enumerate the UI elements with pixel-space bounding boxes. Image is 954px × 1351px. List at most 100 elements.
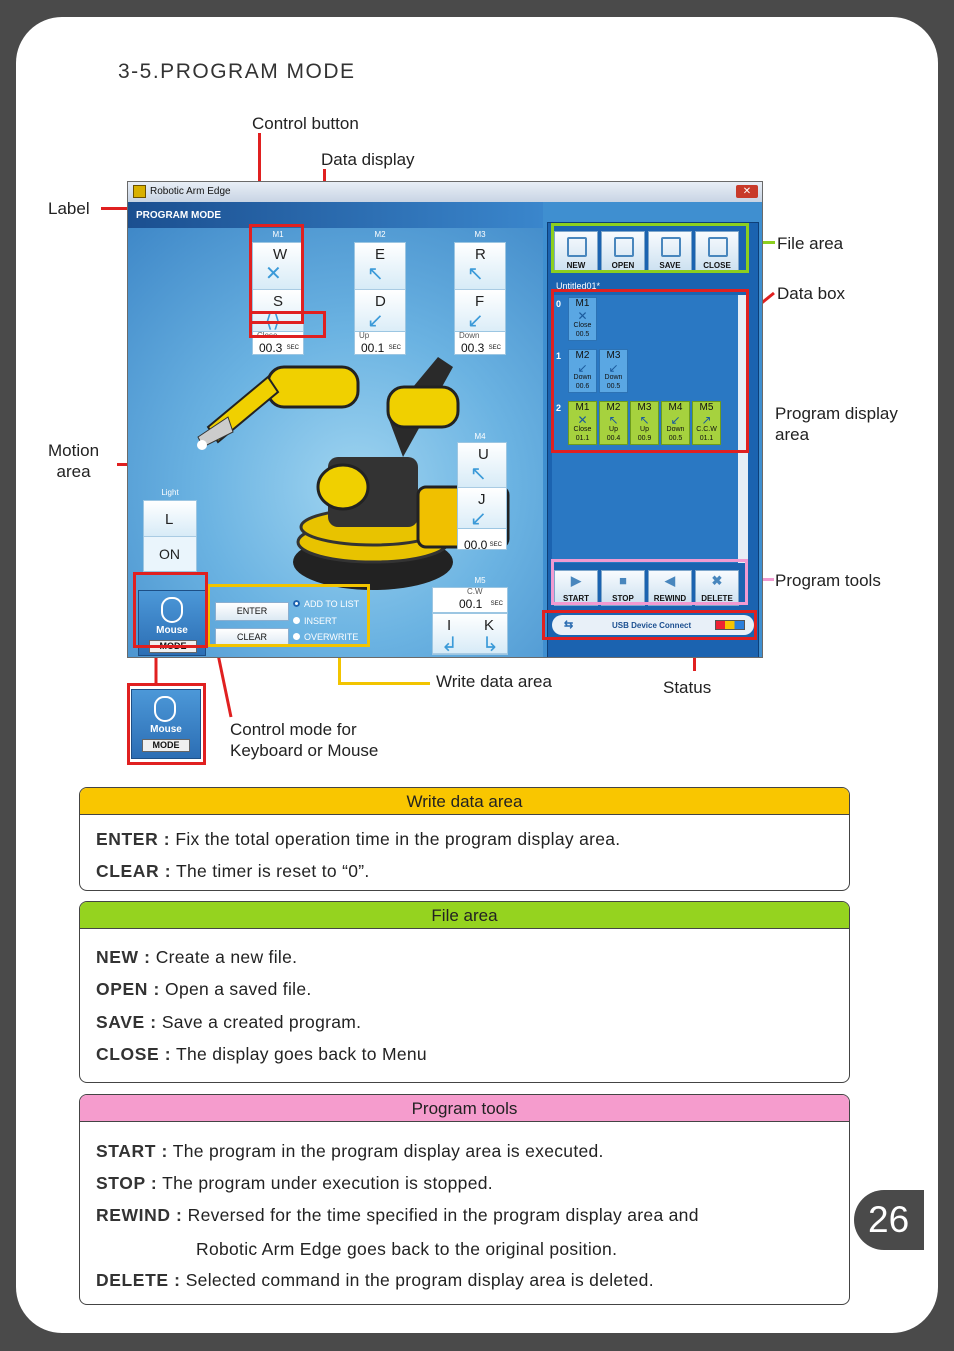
control-button-highlight — [249, 224, 304, 324]
program-tools-highlight — [551, 559, 748, 605]
control-mode-zoom: Mouse MODE — [131, 689, 201, 759]
app-icon — [133, 185, 146, 198]
motor-id-label: M4 — [474, 432, 486, 441]
radio-icon — [293, 617, 300, 624]
rewind-button[interactable]: ◀REWIND — [648, 570, 692, 606]
callout-control-mode: Control mode for Keyboard or Mouse — [230, 720, 379, 760]
option-overwrite[interactable]: OVERWRITE — [293, 632, 358, 642]
radio-selected-icon — [293, 600, 300, 607]
new-button[interactable]: NEW — [554, 231, 598, 273]
save-button[interactable]: SAVE — [648, 231, 692, 273]
up-arrow-icon: ↖ — [467, 263, 484, 285]
option-insert[interactable]: INSERT — [293, 616, 337, 626]
control-mode-highlight — [133, 572, 208, 648]
key-f-button[interactable]: F↙ — [455, 290, 505, 338]
stop-button[interactable]: ■STOP — [601, 570, 645, 606]
motor-m3-panel[interactable]: R↖ F↙ — [454, 242, 506, 340]
cw-arrow-icon: ↳ — [482, 634, 499, 656]
right-panel: NEW OPEN SAVE CLOSE Untitled01* 0 1 2 M1… — [547, 222, 759, 657]
enter-button[interactable]: ENTER — [215, 602, 289, 621]
program-scrollbar[interactable] — [738, 295, 748, 563]
window-titlebar: Robotic Arm Edge ✕ — [128, 182, 762, 202]
down-arrow-icon: ↙ — [470, 508, 487, 531]
option-add-to-list[interactable]: ADD TO LIST — [293, 599, 359, 609]
file-name: Untitled01* — [556, 281, 601, 291]
data-display-highlight — [249, 311, 326, 338]
window-title: Robotic Arm Edge — [150, 186, 231, 197]
key-l-button[interactable]: L — [144, 501, 196, 537]
callout-data-display: Data display — [321, 150, 415, 169]
stop-icon: ■ — [619, 573, 627, 588]
connector-line — [338, 647, 341, 685]
program-tools-box: Program tools START : The program in the… — [79, 1094, 850, 1305]
section-title: 3-5.PROGRAM MODE — [118, 60, 356, 83]
connector-line — [101, 207, 127, 210]
up-arrow-icon: ↖ — [367, 263, 384, 285]
mode-label-bar: PROGRAM MODE — [128, 202, 543, 228]
connector-line — [258, 133, 261, 225]
delete-button[interactable]: ✖DELETE — [695, 570, 739, 606]
key-e-button[interactable]: E↖ — [355, 243, 405, 291]
desc-line: Robotic Arm Edge goes back to the origin… — [196, 1239, 618, 1259]
up-arrow-icon: ↖ — [470, 463, 487, 485]
write-data-highlight — [207, 584, 370, 647]
key-u-button[interactable]: U↖ — [458, 443, 506, 489]
desc-line: CLOSE : The display goes back to Menu — [96, 1044, 427, 1064]
window-close-icon[interactable]: ✕ — [736, 185, 758, 198]
motor-m5-panel[interactable]: I↲ K↳ — [432, 613, 508, 656]
program-display-highlight — [551, 289, 749, 453]
box-header: File area — [80, 902, 849, 929]
callout-file-area: File area — [777, 234, 844, 253]
callout-data-box: Data box — [777, 284, 846, 303]
key-d-button[interactable]: D↙ — [355, 290, 405, 338]
close-icon — [708, 237, 728, 257]
desc-line: NEW : Create a new file. — [96, 947, 298, 967]
box-header: Program tools — [80, 1095, 849, 1122]
close-button[interactable]: CLOSE — [695, 231, 739, 273]
mouse-label: Mouse — [150, 724, 182, 735]
key-k-button[interactable]: K↳ — [470, 614, 507, 656]
key-w-button[interactable]: W✕ — [253, 243, 303, 291]
mode-button: MODE — [142, 739, 190, 752]
folder-icon — [614, 237, 634, 257]
key-i-button[interactable]: I↲ — [433, 614, 470, 656]
down-arrow-icon: ↙ — [367, 310, 384, 333]
key-j-button[interactable]: J↙ — [458, 488, 506, 534]
motor-m2-panel[interactable]: E↖ D↙ — [354, 242, 406, 340]
desc-line: DELETE : Selected command in the program… — [96, 1270, 654, 1290]
connector-line — [338, 682, 430, 685]
callout-status: Status — [663, 678, 712, 697]
callout-label: Label — [48, 199, 90, 218]
save-icon — [661, 237, 681, 257]
motor-m4-panel[interactable]: U↖ J↙ — [457, 442, 507, 536]
file-area-highlight — [551, 223, 749, 273]
light-panel[interactable]: L ON — [143, 500, 197, 572]
desc-line: CLEAR : The timer is reset to “0”. — [96, 861, 370, 881]
play-icon: ▶ — [571, 573, 581, 588]
status-text: USB Device Connect — [612, 621, 692, 630]
desc-line: SAVE : Save a created program. — [96, 1012, 362, 1032]
open-button[interactable]: OPEN — [601, 231, 645, 273]
key-r-button[interactable]: R↖ — [455, 243, 505, 291]
start-button[interactable]: ▶START — [554, 570, 598, 606]
mouse-icon — [161, 597, 183, 623]
new-file-icon — [567, 237, 587, 257]
callout-control-button: Control button — [252, 114, 359, 133]
connector-line — [754, 578, 774, 581]
desc-line: REWIND : Reversed for the time specified… — [96, 1205, 699, 1225]
status-bar: ⇆ USB Device Connect — [552, 615, 754, 635]
light-status: ON — [159, 546, 180, 562]
